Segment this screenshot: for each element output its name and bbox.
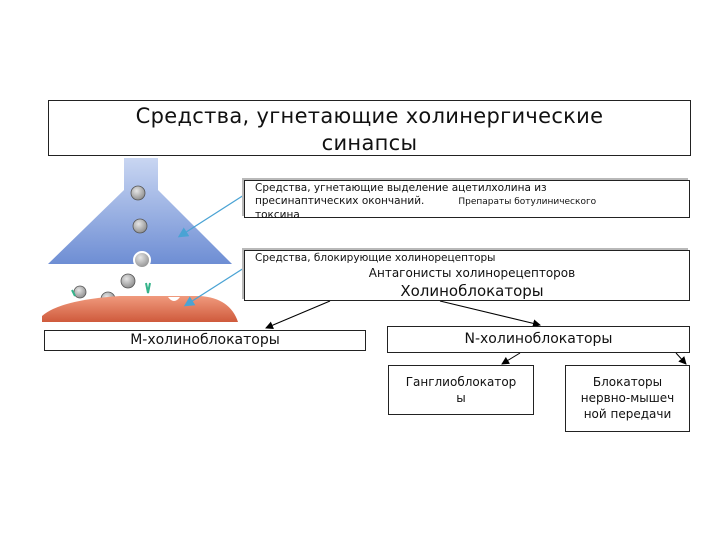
- vesicle: [134, 252, 150, 268]
- presynaptic-text1: Средства, угнетающие выделение ацетилхол…: [255, 182, 679, 195]
- neuromuscular-blockers-box: Блокаторы нервно-мышеч ной передачи: [565, 365, 690, 432]
- receptor-blockers-box: Средства, блокирующие холинорецепторы Ан…: [244, 250, 690, 301]
- main-title-box: Средства, угнетающие холинергические син…: [48, 100, 691, 156]
- title-line1: Средства, угнетающие холинергические: [49, 103, 690, 130]
- receptor: [146, 283, 150, 293]
- n-cholinoblockers-box: N-холиноблокаторы: [387, 326, 690, 353]
- cholinoblockers-label: Холиноблокаторы: [255, 281, 679, 301]
- vesicle: [74, 286, 86, 298]
- presynaptic-inhibitors-box: Средства, угнетающие выделение ацетилхол…: [244, 180, 690, 218]
- ganglion-line2: ы: [389, 390, 533, 406]
- postsynaptic-membrane: [42, 296, 238, 322]
- connector-arrow: [676, 353, 686, 364]
- vesicle: [121, 274, 135, 288]
- receptor-text1: Средства, блокирующие холинорецепторы: [255, 252, 679, 265]
- connector-arrow: [440, 301, 540, 325]
- presynaptic-terminal: [48, 158, 232, 264]
- m-cholinoblockers-box: М-холиноблокаторы: [44, 330, 366, 351]
- title-line2: синапсы: [49, 130, 690, 157]
- presynaptic-text2: пресинаптических окончаний.: [255, 195, 424, 207]
- connector-arrow: [502, 353, 520, 364]
- nm-line2: нервно-мышеч: [566, 390, 689, 406]
- nm-line3: ной передачи: [566, 406, 689, 422]
- connector-arrow: [266, 301, 330, 328]
- antagonists-label: Антагонисты холинорецепторов: [255, 265, 679, 281]
- ganglion-blockers-box: Ганглиоблокатор ы: [388, 365, 534, 415]
- botulinum-drug-label: Препараты ботулинического: [458, 197, 596, 207]
- vesicle: [131, 186, 145, 200]
- ganglion-line1: Ганглиоблокатор: [389, 374, 533, 390]
- presynaptic-text3: токсина: [255, 209, 679, 222]
- pointer-arrow: [180, 195, 244, 236]
- nm-line1: Блокаторы: [566, 374, 689, 390]
- vesicle: [133, 219, 147, 233]
